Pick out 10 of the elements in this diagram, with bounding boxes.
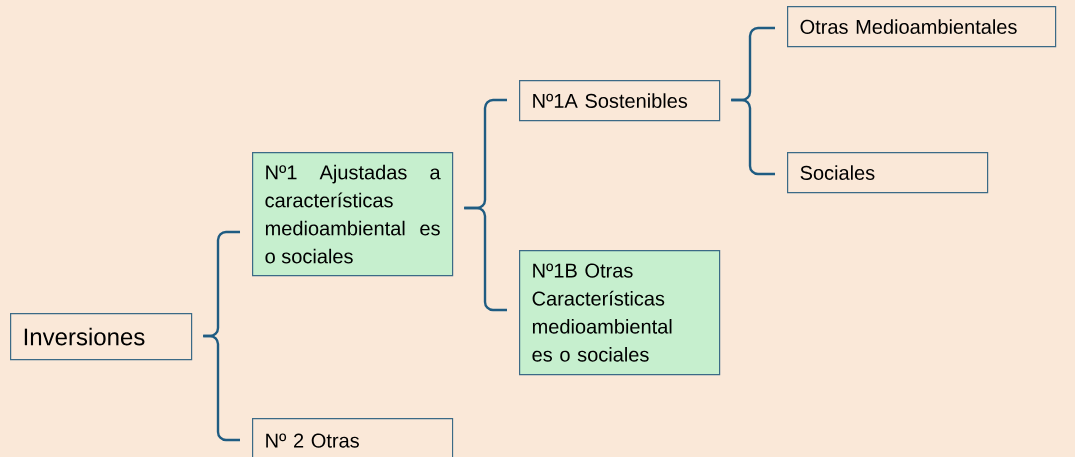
brace-connector — [464, 206, 507, 312]
brace-connector — [731, 98, 775, 176]
highlighted-box: Nº1 Ajustadas a características medioambiental es o sociales — [252, 152, 454, 277]
text-box: Inversiones — [10, 313, 193, 361]
text-box: Otras Medioambientales — [787, 6, 1057, 48]
text-box: Sociales — [787, 152, 989, 194]
text-box: Nº1A Sostenibles — [519, 80, 721, 122]
brace-connector — [203, 334, 240, 442]
highlighted-box: Nº1B Otras Características medioambiental es o sociales — [519, 250, 721, 376]
text-box: Nº 2 Otras — [252, 418, 454, 457]
